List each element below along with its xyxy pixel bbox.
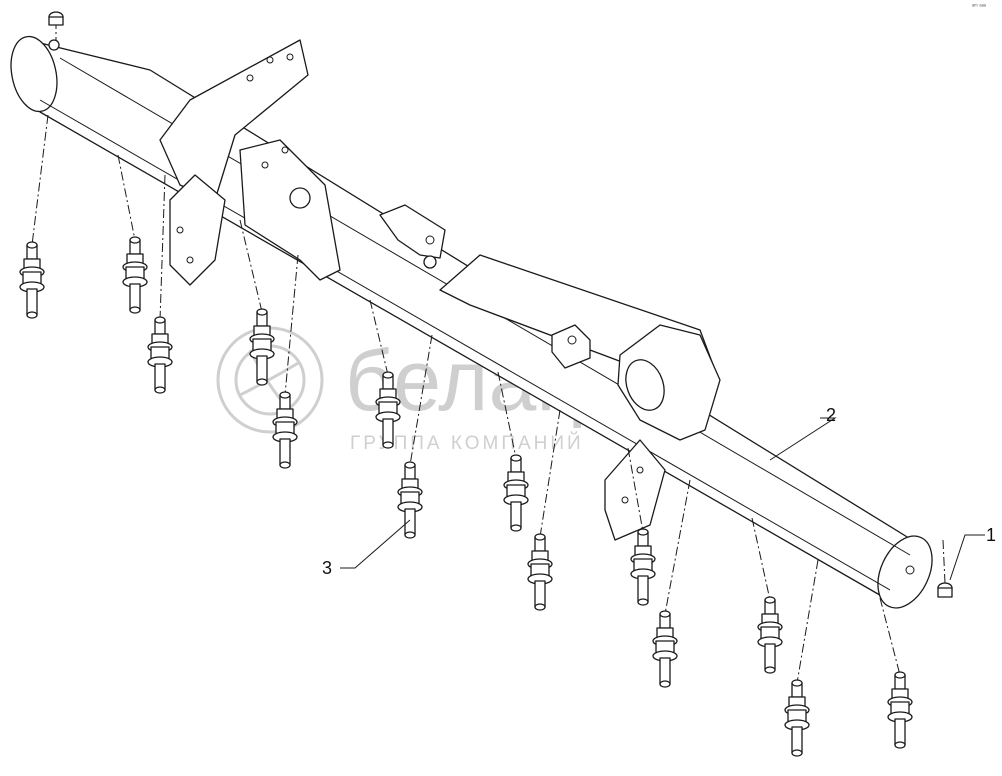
fitting-7 bbox=[397, 461, 423, 539]
fitting-13 bbox=[784, 679, 810, 757]
fitting-8 bbox=[503, 454, 529, 532]
main-beam bbox=[10, 35, 933, 609]
fitting-5 bbox=[272, 391, 298, 469]
bracket-pivot bbox=[617, 324, 721, 441]
callout-3: 3 bbox=[322, 558, 332, 578]
plug-right bbox=[937, 582, 953, 598]
corner-mark: ᵃᵐ ᵃᵃᵃ bbox=[972, 4, 987, 10]
fitting-3 bbox=[147, 316, 173, 394]
bracket-lugs bbox=[379, 204, 446, 269]
fitting-2 bbox=[122, 236, 148, 314]
watermark-tagline: ГРУППА КОМПАНИЙ bbox=[350, 432, 584, 454]
fitting-1 bbox=[19, 241, 45, 319]
fitting-11 bbox=[652, 610, 678, 688]
fitting-10 bbox=[630, 528, 656, 606]
fitting-4 bbox=[249, 308, 275, 386]
bracket-center-plate bbox=[239, 139, 341, 281]
fitting-9 bbox=[527, 533, 553, 611]
bracket-left-lower bbox=[169, 174, 226, 286]
callout-1: 1 bbox=[986, 525, 996, 545]
fitting-12 bbox=[757, 596, 783, 674]
fitting-6 bbox=[375, 371, 401, 449]
callout-2: 2 bbox=[826, 405, 836, 425]
plug-top bbox=[48, 11, 64, 26]
fitting-centerlines bbox=[31, 20, 946, 684]
fitting-14 bbox=[887, 671, 913, 749]
callout-leaders bbox=[340, 417, 985, 581]
fittings-group bbox=[19, 236, 913, 757]
